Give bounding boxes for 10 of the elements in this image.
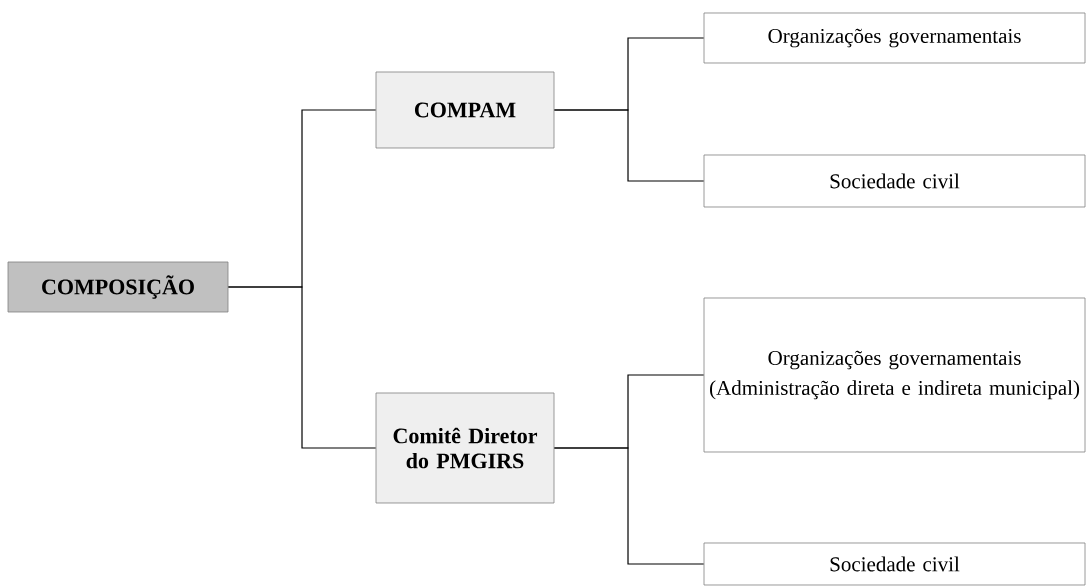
member-box: Sociedade civil	[703, 542, 1086, 586]
category-box: Comitê Diretor do PMGIRS	[375, 392, 555, 504]
member-box: Organizações governamentais	[703, 12, 1086, 64]
member-box: Sociedade civil	[703, 154, 1086, 208]
connector-line	[553, 447, 705, 565]
member-box: Organizações governamentais (Administração direta e indireta municipal)	[703, 297, 1086, 453]
root-box: COMPOSIÇÃO	[7, 261, 229, 313]
connector-line	[227, 286, 377, 449]
connector-line	[553, 109, 705, 182]
category-box: COMPAM	[375, 71, 555, 149]
